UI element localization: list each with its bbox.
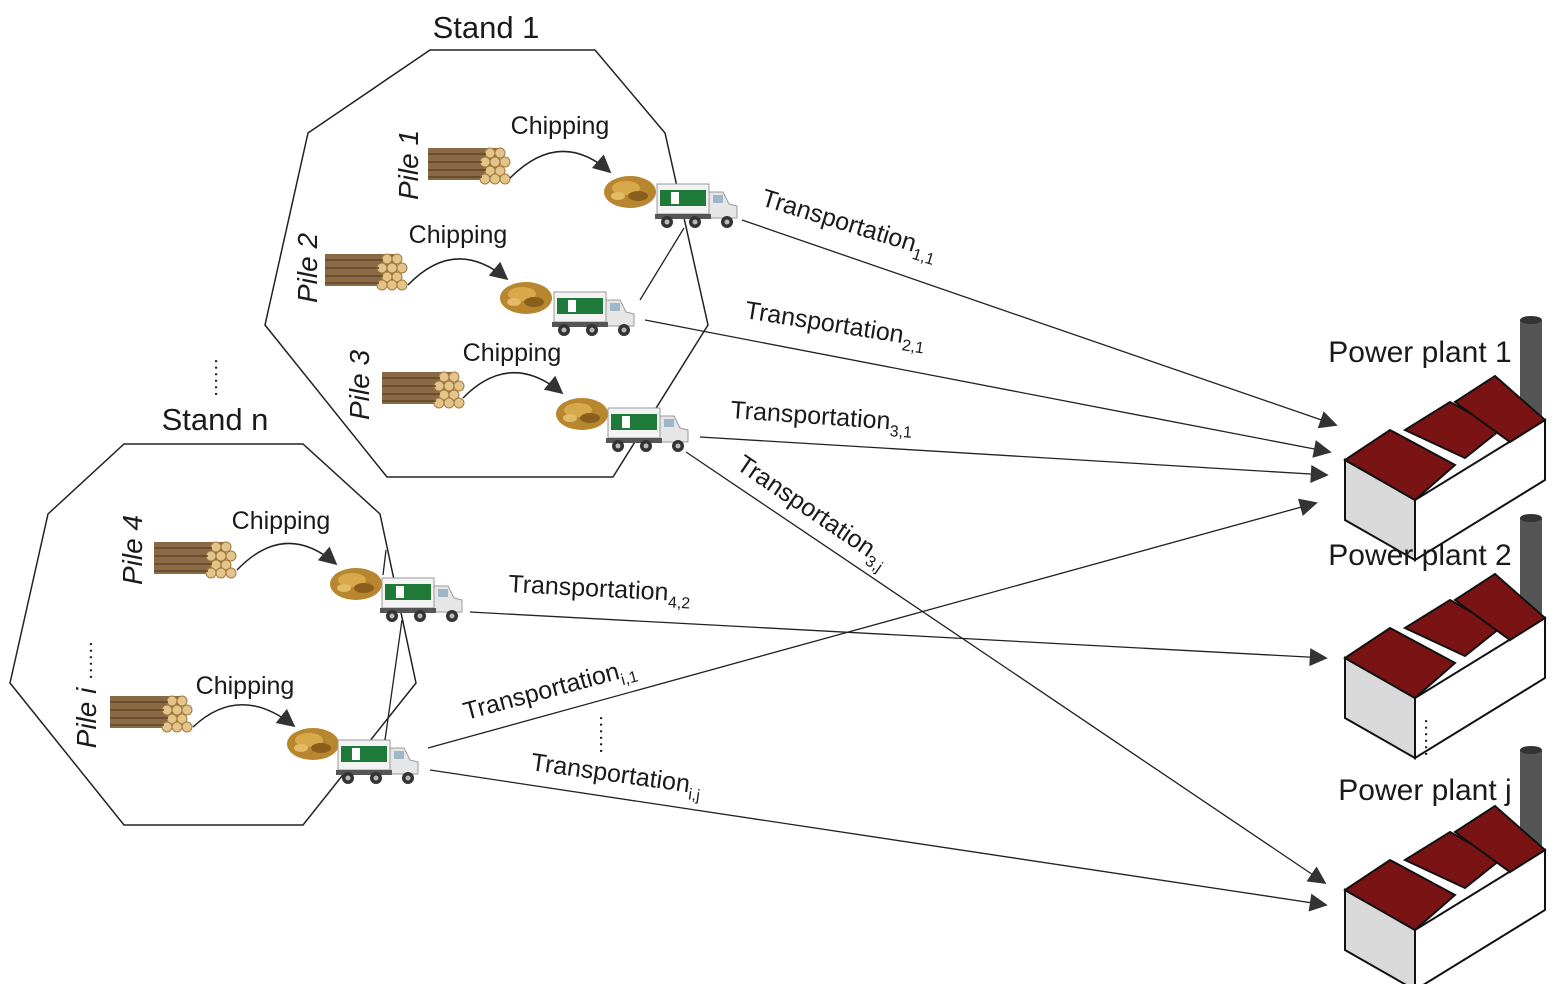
pile-label: Pile i <box>71 687 102 748</box>
transport-arrow <box>644 319 1332 458</box>
chipping-label: Chipping <box>463 339 562 367</box>
chip-truck-icon <box>654 183 738 229</box>
transport-label: Transportation3,1 <box>729 396 913 442</box>
power-plant-label: Power plant 2 <box>1328 539 1511 572</box>
transport-arrow <box>741 219 1338 429</box>
chip-truck-icon <box>335 739 419 785</box>
chip-truck-icon <box>551 291 635 337</box>
pile-label: Pile 4 <box>117 515 148 585</box>
pile-label: Pile 1 <box>393 130 424 200</box>
chip-truck-icon <box>605 407 689 453</box>
stand-ellipsis: ...... <box>210 358 232 397</box>
chipping-label: Chipping <box>232 507 331 535</box>
chipping-arrow <box>462 372 564 399</box>
svg-text:Transportation4,2: Transportation4,2 <box>507 570 691 613</box>
transport-label: Transportation4,2 <box>507 570 691 613</box>
chipping-arrow <box>192 704 296 728</box>
power-plant-ellipsis: ...... <box>1420 718 1442 757</box>
log-pile-icon <box>153 541 237 579</box>
transport-label: Transportation3,j <box>729 450 894 576</box>
transport-arrow <box>699 436 1329 484</box>
transport-arrow <box>469 611 1328 667</box>
stand-1-outline <box>264 49 709 478</box>
chipping-label: Chipping <box>511 112 610 140</box>
pile-ellipsis: ...... <box>75 640 97 679</box>
svg-text:Transportation3,j: Transportation3,j <box>729 450 894 576</box>
transport-label: Transportation2,1 <box>742 296 928 357</box>
svg-text:Transportation3,1: Transportation3,1 <box>729 396 913 442</box>
transport-arrow <box>427 498 1318 749</box>
svg-text:Transportation1,1: Transportation1,1 <box>757 184 941 269</box>
stand-1-title: Stand 1 <box>433 10 540 45</box>
truck-connector <box>382 549 387 576</box>
log-pile-icon <box>427 147 511 185</box>
stand-n-title: Stand n <box>162 402 269 437</box>
chip-truck-icon <box>379 577 463 623</box>
transport-label: Transportationi,j <box>528 748 703 805</box>
svg-text:Transportation2,1: Transportation2,1 <box>742 296 928 357</box>
chipping-arrow <box>407 258 509 286</box>
transport-ellipsis: ...... <box>595 715 617 754</box>
stand-n-outline <box>9 443 417 826</box>
wood-chips-icon <box>500 282 552 314</box>
wood-chips-icon <box>287 728 339 760</box>
pile-label: Pile 3 <box>344 350 375 420</box>
svg-text:Transportationi,j: Transportationi,j <box>528 748 703 805</box>
transport-label: Transportation1,1 <box>757 184 941 269</box>
pile-label: Pile 2 <box>292 233 323 303</box>
log-pile-icon <box>381 371 465 409</box>
power-plant-label: Power plant j <box>1338 774 1511 807</box>
chipping-label: Chipping <box>409 221 508 249</box>
power-plant-label: Power plant 1 <box>1328 336 1511 369</box>
log-pile-icon <box>109 695 193 733</box>
transport-arrow <box>685 451 1327 885</box>
chipping-label: Chipping <box>196 672 295 700</box>
transport-arrow <box>429 769 1328 912</box>
chipping-arrow <box>236 542 338 571</box>
wood-chips-icon <box>604 176 656 208</box>
truck-connector <box>639 227 685 301</box>
wood-chips-icon <box>330 568 382 600</box>
truck-connector <box>384 619 403 741</box>
wood-chips-icon <box>556 398 608 430</box>
log-pile-icon <box>324 253 408 291</box>
chipping-arrow <box>509 150 612 179</box>
